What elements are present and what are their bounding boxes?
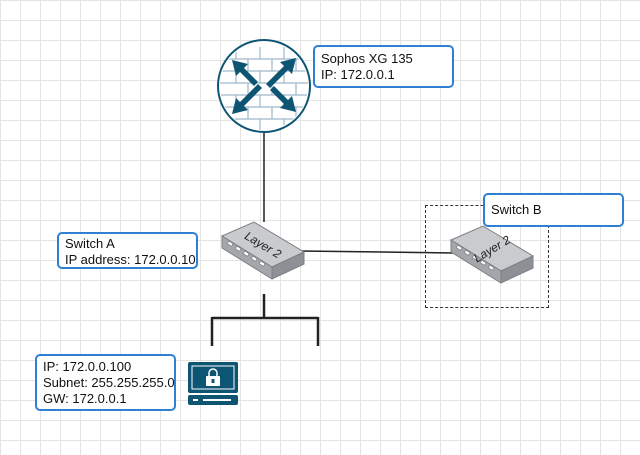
link-switch-a-switch-b[interactable]	[299, 250, 456, 254]
switch-a-name: Switch A	[65, 236, 115, 251]
firewall-label[interactable]: Sophos XG 135 IP: 172.0.0.1	[313, 45, 454, 88]
client-subnet: Subnet: 255.255.255.0	[43, 375, 175, 390]
client-ip: IP: 172.0.0.100	[43, 359, 132, 374]
firewall-name: Sophos XG 135	[321, 51, 413, 66]
firewall-ip: IP: 172.0.0.1	[321, 67, 395, 82]
switch-b-name: Switch B	[491, 202, 542, 217]
client-gw: GW: 172.0.0.1	[43, 391, 127, 406]
switch-a-ip: IP address: 172.0.0.10	[65, 252, 196, 267]
switch-b-label[interactable]: Switch B	[483, 193, 624, 227]
client-label[interactable]: IP: 172.0.0.100 Subnet: 255.255.255.0 GW…	[35, 354, 176, 411]
switch-a-label[interactable]: Switch A IP address: 172.0.0.10	[57, 232, 198, 269]
